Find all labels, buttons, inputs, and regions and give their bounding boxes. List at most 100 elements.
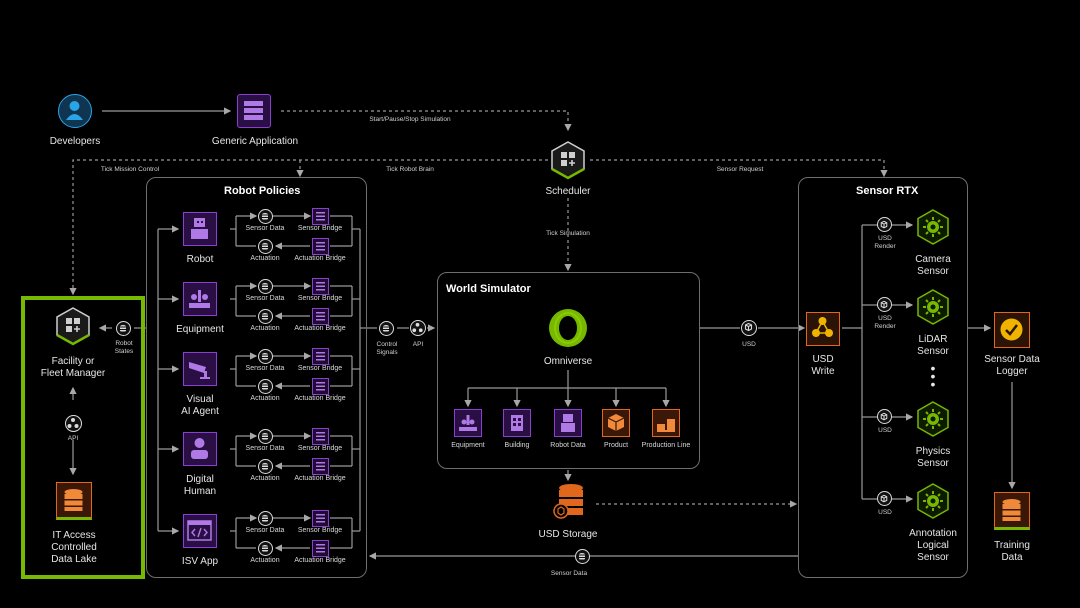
sensor-bridge-icon <box>312 278 329 295</box>
actuation-disc-icon <box>258 541 273 556</box>
camera-icon <box>183 352 217 386</box>
sensor-data-label: Sensor Data <box>245 365 285 372</box>
usd-edge-cube-icon <box>741 320 757 336</box>
sensor-gear-hex-icon <box>915 288 951 326</box>
developers-label: Developers <box>49 136 101 147</box>
asset-icon <box>454 409 482 437</box>
asset-icon <box>652 409 680 437</box>
api-hub-icon <box>65 415 82 432</box>
robot-states-label-2: States <box>114 348 134 355</box>
usd-render-cube-icon <box>877 409 892 424</box>
asset-label: Product <box>603 442 629 449</box>
usd-write-label-1: USD <box>812 354 834 365</box>
usd-render-label: USD <box>878 235 892 242</box>
sensor-gear-hex-icon <box>915 208 951 246</box>
sensor-label: Annotation <box>909 528 957 539</box>
sensor-data-bottom-disc-icon <box>575 549 590 564</box>
omniverse-logo-icon <box>548 308 588 348</box>
usd-storage-icon <box>552 481 586 521</box>
sensor-data-disc-icon <box>258 511 273 526</box>
sensor-bridge-icon <box>312 208 329 225</box>
actuation-bridge-icon <box>312 308 329 325</box>
sensor-label: Camera <box>915 254 951 265</box>
asset-label: Equipment <box>451 442 485 449</box>
api-mid-label: API <box>412 341 424 348</box>
omniverse-label: Omniverse <box>543 356 593 367</box>
sensor-bridge-label: Sensor Bridge <box>297 445 343 452</box>
sensor-bridge-label: Sensor Bridge <box>297 295 343 302</box>
sensor-label: Sensor <box>917 266 949 277</box>
sensor-data-label: Sensor Data <box>245 225 285 232</box>
usd-render-label: Render <box>874 323 896 330</box>
agent-label: Equipment <box>176 324 224 335</box>
sensor-ellipsis: ••• <box>930 360 936 392</box>
robot-icon <box>183 212 217 246</box>
sensor-data-label: Sensor Data <box>245 445 285 452</box>
sensor-data-label: Sensor Data <box>245 527 285 534</box>
sensor-data-disc-icon <box>258 429 273 444</box>
actuation-bridge-icon <box>312 458 329 475</box>
actuation-disc-icon <box>258 309 273 324</box>
sensor-logger-label-1: Sensor Data <box>984 354 1040 365</box>
sensor-logger-check-icon <box>994 312 1030 348</box>
actuation-bridge-icon <box>312 540 329 557</box>
actuation-bridge-label: Actuation Bridge <box>294 557 346 564</box>
asset-icon <box>554 409 582 437</box>
sensor-gear-hex-icon <box>915 482 951 520</box>
sensor-label: Sensor <box>917 458 949 469</box>
agent-label: ISV App <box>181 556 219 567</box>
sensor-rtx-title: Sensor RTX <box>856 185 919 197</box>
sensor-data-disc-icon <box>258 349 273 364</box>
sensor-bridge-icon <box>312 428 329 445</box>
actuation-label: Actuation <box>250 255 280 262</box>
actuation-bridge-icon <box>312 378 329 395</box>
sensor-label: Physics <box>915 446 951 457</box>
facility-manager-label-1: Facility or <box>51 356 95 367</box>
usd-render-label: USD <box>878 427 892 434</box>
actuation-disc-icon <box>258 379 273 394</box>
sensor-data-bottom-label: Sensor Data <box>550 570 588 577</box>
actuation-label: Actuation <box>250 557 280 564</box>
developer-avatar-icon <box>58 94 92 128</box>
agent-label: AI Agent <box>181 406 219 417</box>
facility-manager-hex-icon <box>54 306 92 346</box>
usd-render-label: USD <box>878 509 892 516</box>
training-data-database-icon <box>994 492 1030 530</box>
usd-render-cube-icon <box>877 491 892 506</box>
agent-label: Digital <box>186 474 214 485</box>
generic-application-label: Generic Application <box>211 136 299 147</box>
code-window-icon <box>183 514 217 548</box>
person-icon <box>183 432 217 466</box>
actuation-bridge-label: Actuation Bridge <box>294 395 346 402</box>
sensor-rtx-panel <box>798 177 968 578</box>
edge-label-tick-mission-control: Tick Mission Control <box>100 166 160 173</box>
sensor-label: Sensor <box>917 552 949 563</box>
sensor-data-label: Sensor Data <box>245 295 285 302</box>
sensor-label: LiDAR <box>918 334 948 345</box>
usd-write-label-2: Write <box>811 366 835 377</box>
edge-label-sensor-request: Sensor Request <box>716 166 764 173</box>
usd-render-label: Render <box>874 243 896 250</box>
agent-label: Human <box>183 486 217 497</box>
usd-render-cube-icon <box>877 217 892 232</box>
actuation-label: Actuation <box>250 325 280 332</box>
scheduler-hex-icon <box>549 140 587 180</box>
control-signals-label-2: Signals <box>376 349 398 356</box>
sensor-bridge-label: Sensor Bridge <box>297 225 343 232</box>
sensor-data-disc-icon <box>258 279 273 294</box>
robot-policies-panel <box>146 177 367 578</box>
world-simulator-title: World Simulator <box>446 283 531 295</box>
sensor-label: Logical <box>917 540 949 551</box>
agent-label: Robot <box>186 254 214 265</box>
sensor-bridge-icon <box>312 510 329 527</box>
world-simulator-panel <box>437 272 700 469</box>
facility-highlight-box <box>21 296 145 579</box>
sensor-data-disc-icon <box>258 209 273 224</box>
usd-render-label: USD <box>878 315 892 322</box>
actuation-bridge-label: Actuation Bridge <box>294 255 346 262</box>
training-data-label-1: Training <box>994 540 1030 551</box>
actuation-disc-icon <box>258 459 273 474</box>
robot-states-label-1: Robot <box>115 340 133 347</box>
